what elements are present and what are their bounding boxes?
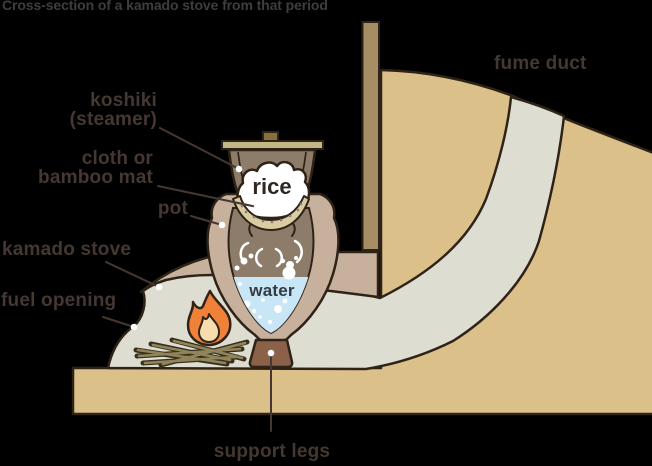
label-koshiki: koshiki (steamer) bbox=[69, 90, 157, 130]
label-cloth-or-bamboo-mat: cloth or bamboo mat bbox=[38, 148, 153, 188]
water-bubbles bbox=[234, 253, 298, 325]
label-pot: pot bbox=[157, 198, 188, 219]
bamboo-mat bbox=[232, 195, 310, 231]
label-fume-duct: fume duct bbox=[494, 53, 587, 74]
leader-dots bbox=[130, 165, 275, 357]
label-koshiki-line2: (steamer) bbox=[69, 108, 157, 130]
rice-cloud bbox=[236, 160, 311, 220]
label-cloth-line2: bamboo mat bbox=[38, 166, 153, 188]
flame-inner-icon bbox=[198, 313, 220, 343]
bamboo-mat-dots bbox=[240, 202, 303, 224]
diagram-title: Cross-section of a kamado stove from tha… bbox=[2, 0, 328, 13]
firewood-sticks bbox=[133, 337, 250, 368]
back-post bbox=[361, 21, 380, 251]
label-rice: rice bbox=[252, 174, 292, 199]
label-support-legs: support legs bbox=[213, 441, 331, 462]
steam-swirls bbox=[239, 239, 303, 268]
label-fuel-opening: fuel opening bbox=[1, 290, 117, 311]
label-koshiki-line1: koshiki bbox=[90, 90, 157, 111]
label-kamado-stove: kamado stove bbox=[2, 239, 132, 260]
label-cloth-line1: cloth or bbox=[81, 148, 153, 169]
leader-lines bbox=[102, 127, 272, 432]
lid bbox=[221, 140, 324, 150]
label-water: water bbox=[249, 281, 295, 300]
